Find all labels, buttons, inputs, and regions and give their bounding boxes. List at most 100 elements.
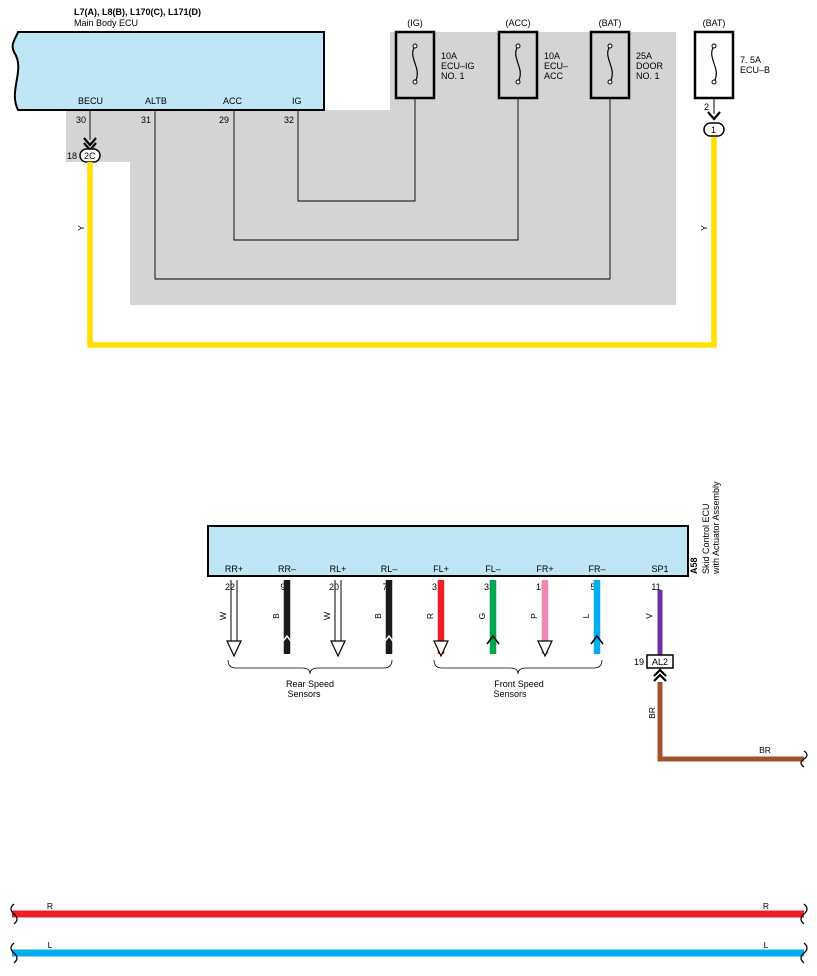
ecu-box (11, 31, 325, 111)
wire-color-l-right: L (764, 940, 769, 950)
arrow-down-icon (537, 640, 553, 658)
fuse-supply-label: (ACC) (506, 18, 531, 28)
connector-1 (703, 122, 725, 137)
front-sensor-label-2: Sensors (493, 689, 527, 699)
connector-1-label: 1 (711, 125, 716, 135)
arrow-down-icon (433, 640, 449, 658)
fuse-box (589, 30, 631, 100)
wire-color-fl-plus: R (425, 613, 435, 619)
brown-wire (657, 682, 804, 762)
rear-sensor-label: Rear Speed (286, 679, 334, 689)
rear-sensor-brace (227, 659, 393, 675)
rear-sensor-label-2: Sensors (287, 689, 321, 699)
fuse-icon (412, 45, 418, 83)
wire-color-sp1: V (644, 613, 654, 619)
main-body-ecu: L7(A), L8(B), L170(C), L171(D) Main Body… (11, 7, 325, 125)
yellow-wire-loop (87, 137, 717, 348)
wire-color-rr-plus: W (218, 612, 228, 620)
arrow-down-icon (330, 640, 346, 658)
wire-break-icon (10, 903, 18, 925)
arrow-up-icon (590, 634, 604, 645)
connector-2c-pin: 18 (67, 151, 77, 161)
sensor-wire-fl-minus (486, 580, 500, 654)
chevron-down-icon (83, 137, 97, 147)
sensor-wire-fr-minus (590, 580, 604, 654)
skid-ecu-name-2: with Actuator Assembly (711, 481, 721, 575)
chevron-up-icon (653, 673, 667, 682)
connector-2c-label: 2C (84, 151, 96, 161)
skid-terminal-fr-minus: FR– (588, 564, 605, 574)
front-sensor-brace (433, 659, 603, 675)
fuse-supply-label: (IG) (407, 18, 423, 28)
sensor-wire-fl-plus (433, 580, 449, 658)
wire-color-br-vertical: BR (647, 707, 657, 719)
sensor-wire-fr-plus (537, 580, 553, 658)
sensor-wire-rl-minus (382, 580, 396, 654)
ecu-connector-codes: L7(A), L8(B), L170(C), L171(D) (74, 7, 201, 17)
skid-pin-sp1: 11 (651, 582, 660, 592)
ecu-terminal-acc: ACC (223, 96, 243, 106)
skid-terminal-fl-minus: FL– (485, 564, 501, 574)
skid-terminal-fl-plus: FL+ (433, 564, 449, 574)
ecu-pin-altb: 31 (141, 115, 151, 125)
connector-al2-label: AL2 (652, 657, 668, 667)
fuse-icon (711, 45, 717, 83)
wire-color-fr-minus: L (581, 613, 591, 618)
skid-pin-fr-plus: 18 (536, 582, 546, 592)
skid-pin-fr-minus: 5 (590, 582, 595, 592)
fuse-name-2: ACC (544, 71, 564, 81)
skid-pin-fl-plus: 31 (432, 582, 442, 592)
fuse-icon (515, 45, 521, 83)
sensor-wire-rr-minus (280, 580, 294, 654)
skid-control-section: A58 Skid Control ECU with Actuator Assem… (207, 481, 808, 768)
fuse-ecu-b: (BAT) 7. 5A ECU–B 2 1 (693, 18, 770, 137)
skid-pin-rr-plus: 22 (225, 582, 235, 592)
fuse-supply-label: (BAT) (599, 18, 622, 28)
sensor-wires (226, 580, 604, 658)
fuse-rating: 25A (636, 51, 652, 61)
skid-terminal-rl-minus: RL– (381, 564, 398, 574)
wire-break-icon (800, 903, 808, 925)
connector-al2-pin: 19 (634, 657, 644, 667)
skid-terminal-rr-minus: RR– (278, 564, 296, 574)
fuse-name-1: ECU–IG (441, 61, 475, 71)
ecu-terminal-becu: BECU (78, 96, 103, 106)
wire-color-fr-plus: P (529, 613, 539, 619)
arrow-up-icon (280, 634, 294, 645)
fuse-ecu-acc: (ACC) 10A ECU– ACC (497, 18, 568, 100)
wire-color-rr-minus: B (271, 613, 281, 619)
skid-terminal-sp1: SP1 (651, 564, 668, 574)
fuse-ecu-ig: (IG) 10A ECU–IG NO. 1 (394, 18, 475, 100)
wire-break-icon (800, 942, 808, 964)
wire-acc (233, 98, 519, 241)
wire-color-l-left: L (48, 940, 53, 950)
skid-ecu-box (207, 525, 689, 577)
skid-terminal-rr-plus: RR+ (225, 564, 243, 574)
wire-color-rl-plus: W (322, 612, 332, 620)
sensor-wire-rl-plus (330, 580, 346, 658)
chevron-up-icon (653, 668, 667, 677)
skid-ecu-name: Skid Control ECU (701, 503, 711, 574)
wire-color-br-horizontal: BR (759, 745, 771, 755)
wire-ig (297, 98, 416, 202)
fuse-door-no1: (BAT) 25A DOOR NO. 1 (589, 18, 664, 100)
wire-break-icon (800, 750, 808, 768)
wire-color-fl-minus: G (477, 613, 487, 620)
fuse-name-1: ECU–B (740, 65, 770, 75)
shaded-region (66, 32, 676, 305)
arrow-up-icon (486, 634, 500, 645)
fuse-name-1: DOOR (636, 61, 664, 71)
fuse-rating: 10A (441, 51, 457, 61)
fuse-rating: 10A (544, 51, 560, 61)
fuse-name-2: NO. 1 (441, 71, 465, 81)
connector-al2 (646, 654, 674, 669)
fuse-box (394, 30, 436, 100)
skid-pin-rr-minus: 9 (280, 582, 285, 592)
fuse-icon (607, 45, 613, 83)
fuse-name-1: ECU– (544, 61, 568, 71)
wire-color-rl-minus: B (373, 613, 383, 619)
ecu-pin-ig: 32 (284, 115, 294, 125)
fuse-box (497, 30, 539, 100)
wire-color-r-right: R (763, 901, 769, 911)
arrow-up-icon (382, 634, 396, 645)
